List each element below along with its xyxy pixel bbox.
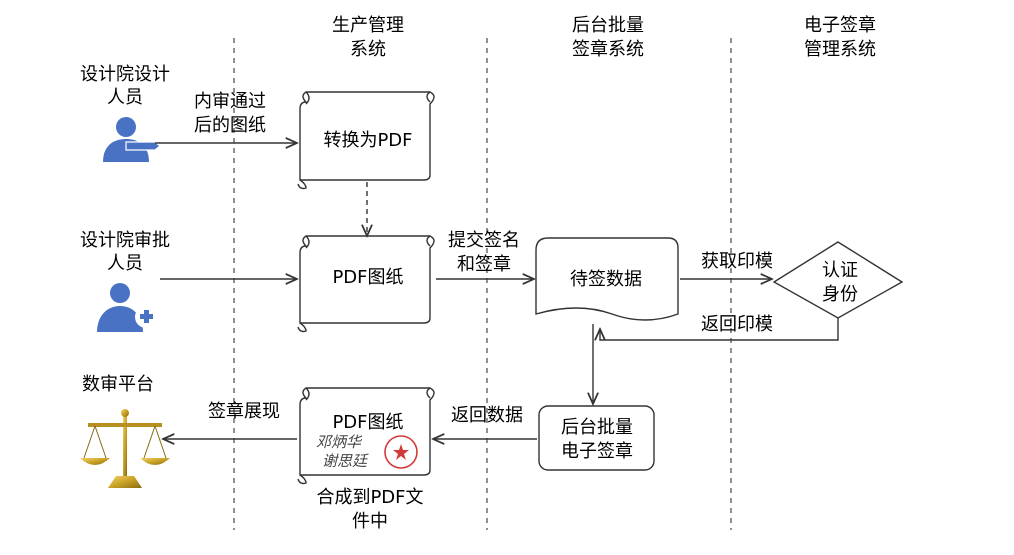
node-signed-pdf-label: PDF图纸 bbox=[332, 412, 403, 433]
lane-title-batch-sign-2: 签章系统 bbox=[572, 39, 644, 60]
edge-return-seal-label: 返回印模 bbox=[701, 314, 773, 335]
node-pdf-drawing-label: PDF图纸 bbox=[332, 267, 403, 288]
signature-1: 邓炳华 bbox=[316, 433, 363, 451]
edge-merge-pdf-label: 合成到PDF文 bbox=[316, 487, 423, 508]
person-add-icon bbox=[97, 283, 157, 332]
scales-icon bbox=[80, 409, 170, 488]
node-pending-data bbox=[535, 237, 679, 321]
lane-title-esign: 电子签章 bbox=[804, 15, 876, 36]
node-pending-data-label: 待签数据 bbox=[570, 269, 642, 290]
edge-sign-display-label: 签章展现 bbox=[208, 401, 280, 422]
node-batch-sign-label-2: 电子签章 bbox=[561, 441, 633, 462]
edge-get-seal-label: 获取印模 bbox=[701, 251, 773, 272]
signature-2: 谢思廷 bbox=[322, 452, 369, 470]
edge-merge-pdf-label-2: 件中 bbox=[352, 511, 388, 532]
node-authenticate-label: 认证 bbox=[822, 260, 858, 281]
node-batch-sign bbox=[538, 405, 655, 471]
person-pen-icon bbox=[103, 117, 161, 162]
node-convert-pdf-label: 转换为PDF bbox=[323, 130, 412, 151]
node-pdf-drawing bbox=[297, 235, 435, 333]
stamp-icon bbox=[384, 435, 418, 469]
actor-approver-label: 设计院审批 bbox=[80, 230, 170, 251]
node-convert-pdf bbox=[297, 91, 435, 190]
lane-title-production-2: 系统 bbox=[350, 39, 386, 60]
edge-submit-sign-label: 提交签名 bbox=[448, 230, 520, 251]
actor-platform-label: 数审平台 bbox=[82, 374, 154, 395]
edge-auth-return bbox=[600, 318, 839, 341]
lane-title-esign-2: 管理系统 bbox=[804, 39, 876, 60]
node-batch-sign-label: 后台批量 bbox=[561, 417, 633, 438]
edge-approved-drawing-label-2: 后的图纸 bbox=[194, 115, 266, 136]
lane-title-production: 生产管理 bbox=[332, 15, 404, 36]
lane-title-batch-sign: 后台批量 bbox=[572, 15, 644, 36]
edge-submit-sign-label-2: 和签章 bbox=[457, 254, 511, 275]
edge-approved-drawing-label: 内审通过 bbox=[194, 91, 266, 112]
node-authenticate-label-2: 身份 bbox=[822, 284, 858, 305]
edge-return-data-label: 返回数据 bbox=[451, 405, 523, 426]
actor-approver-label-2: 人员 bbox=[107, 253, 143, 274]
actor-designer-label: 设计院设计 bbox=[80, 64, 170, 85]
actor-designer-label-2: 人员 bbox=[107, 87, 143, 108]
